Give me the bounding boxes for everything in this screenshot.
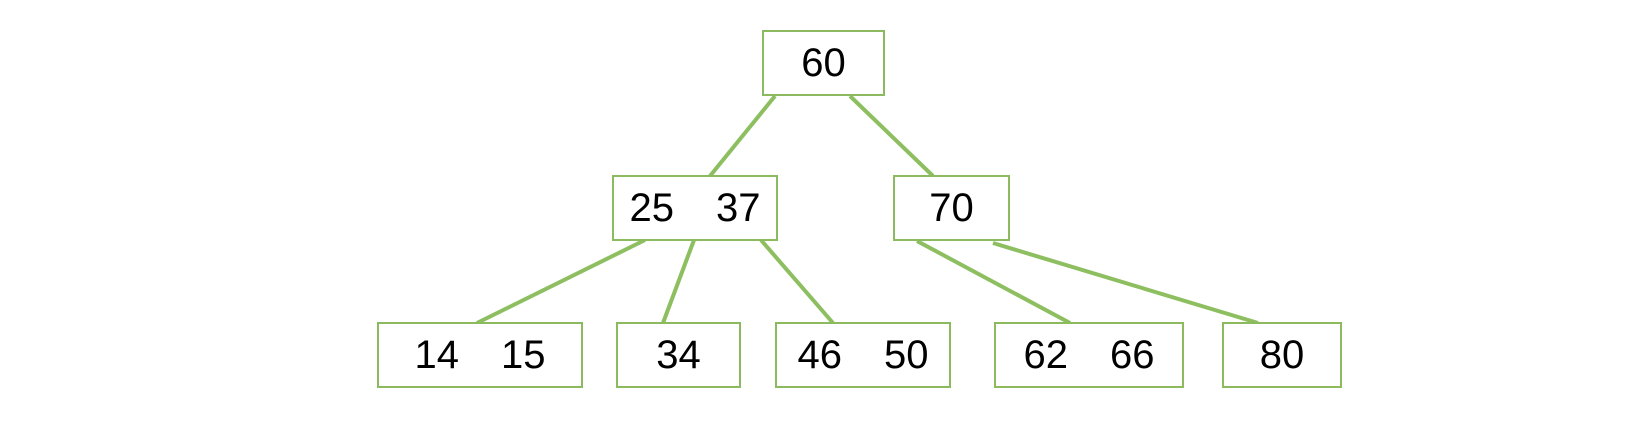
node-key: 66 (1110, 333, 1155, 377)
node-key: 14 (414, 333, 460, 377)
edge-70-to-62-66 (916, 239, 1071, 325)
node-key: 34 (656, 333, 701, 377)
tree-node-14-15: 14 15 (377, 322, 583, 388)
node-key: 70 (929, 186, 974, 230)
edge-25-37-to-34 (661, 239, 696, 324)
tree-node-80: 80 (1222, 322, 1342, 388)
tree-node-25-37: 25 37 (612, 175, 778, 241)
edge-60-to-25-37 (708, 94, 777, 178)
node-key: 25 (629, 186, 675, 230)
node-key: 50 (884, 333, 929, 377)
edge-60-to-70 (848, 94, 935, 178)
tree-node-70: 70 (893, 175, 1010, 241)
tree-node-34: 34 (616, 322, 741, 388)
node-key: 15 (501, 333, 546, 377)
edge-25-37-to-14-15 (476, 238, 646, 325)
tree-node-62-66: 62 66 (994, 322, 1184, 388)
edge-25-37-to-46-50 (759, 238, 835, 325)
node-key: 62 (1023, 333, 1069, 377)
tree-node-46-50: 46 50 (775, 322, 951, 388)
edge-70-to-80 (992, 241, 1259, 325)
node-key: 37 (716, 186, 761, 230)
node-key: 80 (1259, 333, 1305, 377)
node-key: 60 (801, 41, 846, 85)
tree-node-60: 60 (762, 30, 885, 96)
node-key: 46 (797, 333, 843, 377)
